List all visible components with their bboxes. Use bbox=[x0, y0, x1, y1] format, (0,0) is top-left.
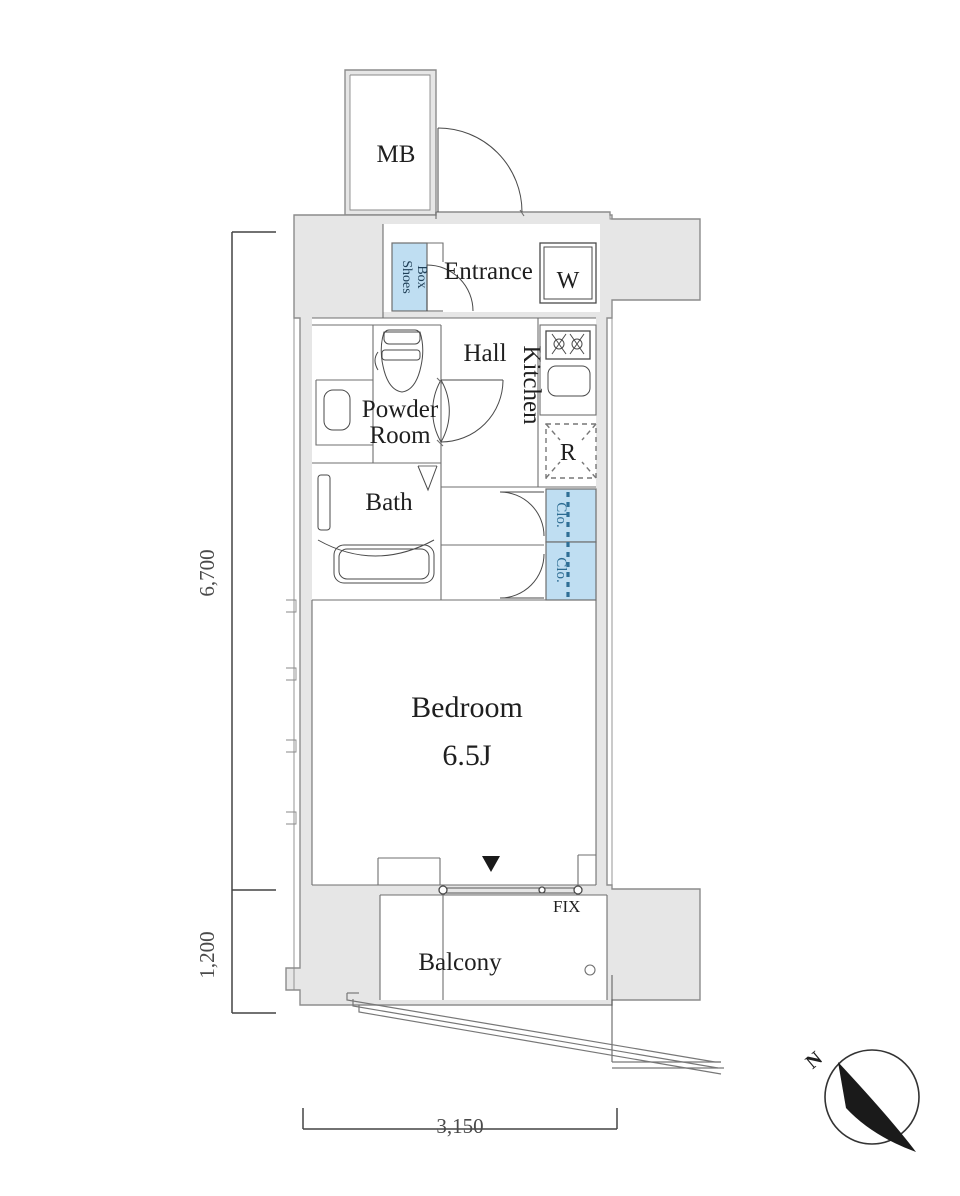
label-washer: W bbox=[557, 268, 580, 294]
label-balcony: Balcony bbox=[418, 949, 502, 976]
compass-north-label: N bbox=[802, 1047, 828, 1073]
exterior-wall-notches bbox=[286, 599, 297, 825]
refrigerator-space bbox=[545, 423, 597, 479]
dimension-vertical-balcony: 1,200 bbox=[195, 931, 219, 978]
balcony-area bbox=[346, 894, 724, 1075]
label-entrance: Entrance bbox=[444, 258, 533, 285]
kitchen-fixtures bbox=[539, 324, 597, 479]
label-fix-window: FIX bbox=[553, 897, 580, 916]
interior-partitions bbox=[311, 224, 597, 886]
label-bedroom-size: 6.5J bbox=[442, 739, 492, 772]
powder-room-fixtures bbox=[323, 329, 424, 431]
dimension-lines: 6,700 1,200 3,150 bbox=[195, 231, 618, 1138]
label-refrigerator: R bbox=[560, 440, 576, 466]
north-arrow-icon bbox=[838, 1062, 916, 1152]
dimension-horizontal-total: 3,150 bbox=[436, 1114, 483, 1138]
compass-rose: N bbox=[802, 1047, 920, 1152]
washer-unit bbox=[539, 242, 597, 304]
envelope-outline bbox=[285, 69, 701, 1001]
label-powder-room-line1: Powder bbox=[362, 396, 439, 423]
label-kitchen: Kitchen bbox=[518, 345, 545, 425]
shoes-box-unit bbox=[391, 242, 428, 312]
label-mb: MB bbox=[377, 141, 416, 168]
closet-units bbox=[441, 488, 597, 601]
bath-fixtures bbox=[317, 465, 438, 584]
label-closet-bottom: Clo. bbox=[553, 557, 569, 582]
label-closet-top: Clo. bbox=[553, 502, 569, 527]
label-bath: Bath bbox=[365, 489, 413, 516]
room-labels: MB Entrance Shoes Box Hall Kitchen Powde… bbox=[362, 141, 581, 976]
closet-bottom bbox=[545, 541, 597, 601]
label-powder-room-line2: Room bbox=[369, 422, 431, 449]
dimension-vertical-main: 6,700 bbox=[195, 549, 219, 596]
closet-top bbox=[545, 488, 597, 543]
hall-door-swing bbox=[432, 377, 504, 447]
label-shoes-box-line2: Box bbox=[414, 265, 429, 288]
direction-marker bbox=[482, 856, 500, 872]
entrance-area bbox=[391, 127, 525, 312]
bedroom-balcony-opening bbox=[438, 856, 583, 979]
label-hall: Hall bbox=[463, 340, 506, 367]
label-shoes-box-line1: Shoes bbox=[399, 260, 414, 293]
label-bedroom: Bedroom bbox=[411, 691, 523, 724]
